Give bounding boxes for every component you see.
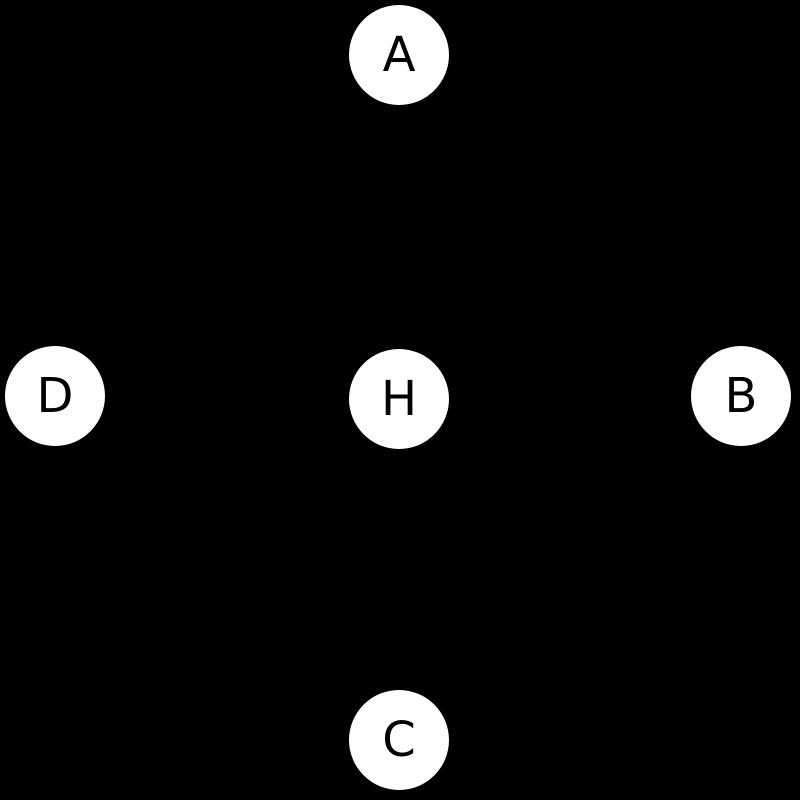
node-label-h: H — [381, 371, 417, 427]
graph-edge-h-b — [398, 395, 742, 400]
graph-edge-h-d — [54, 395, 400, 400]
node-circle-h[interactable] — [349, 349, 449, 449]
node-circle-d[interactable] — [5, 346, 105, 446]
node-circle-b[interactable] — [691, 346, 791, 446]
graph-node-c[interactable]: C — [349, 690, 449, 790]
node-layer: A D H B C — [5, 5, 791, 790]
node-label-c: C — [382, 712, 416, 768]
node-label-a: A — [383, 27, 416, 83]
node-label-b: B — [725, 368, 758, 424]
graph-node-h[interactable]: H — [349, 349, 449, 449]
graph-node-b[interactable]: B — [691, 346, 791, 446]
graph-node-a[interactable]: A — [349, 5, 449, 105]
node-label-d: D — [37, 368, 74, 424]
node-circle-a[interactable] — [349, 5, 449, 105]
node-circle-c[interactable] — [349, 690, 449, 790]
graph-node-d[interactable]: D — [5, 346, 105, 446]
edge-layer — [54, 55, 742, 740]
